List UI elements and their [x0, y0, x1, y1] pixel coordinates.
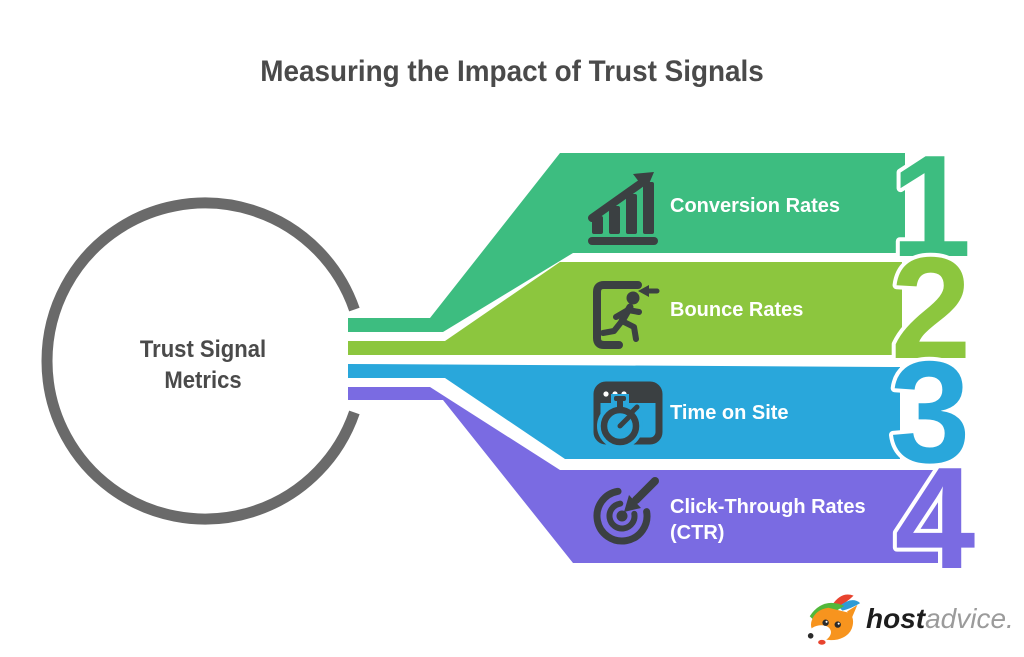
page-title: Measuring the Impact of Trust Signals [260, 55, 764, 88]
exit-runner-icon [593, 281, 660, 349]
growth-chart-icon [588, 172, 658, 245]
step-number-1: 1 [891, 125, 972, 287]
band-label: Bounce Rates [670, 299, 803, 321]
browser-stopwatch-icon [593, 381, 663, 449]
click-target-icon [593, 477, 659, 545]
band-conversion-rates: Conversion Rates 1 [348, 121, 975, 332]
center-label-line2: Metrics [164, 366, 241, 393]
band-label-line1: Click-Through Rates [670, 496, 866, 518]
center-circle [41, 197, 360, 525]
band-4-shape [348, 387, 938, 563]
center-label-line1: Trust Signal [140, 335, 266, 362]
step-number-3: 3 [890, 331, 971, 493]
logo-text: hostadvice. [866, 590, 1014, 648]
logo-text-host: host [866, 603, 926, 634]
band-bounce-rates: Bounce Rates 2 [348, 223, 975, 393]
logo-text-advice: advice. [925, 603, 1014, 634]
band-label: Time on Site [670, 402, 789, 424]
band-label: Conversion Rates [670, 195, 840, 217]
step-number-2: 2 [891, 227, 972, 389]
fox-mascot-icon [807, 594, 861, 645]
band-time-on-site: Time on Site 3 [348, 327, 974, 497]
band-click-through-rates: Click-Through Rates (CTR) 4 [348, 387, 979, 603]
hostadvice-logo: hostadvice. [806, 590, 1014, 648]
step-number-4: 4 [895, 437, 976, 599]
band-label-line2: (CTR) [670, 522, 724, 544]
